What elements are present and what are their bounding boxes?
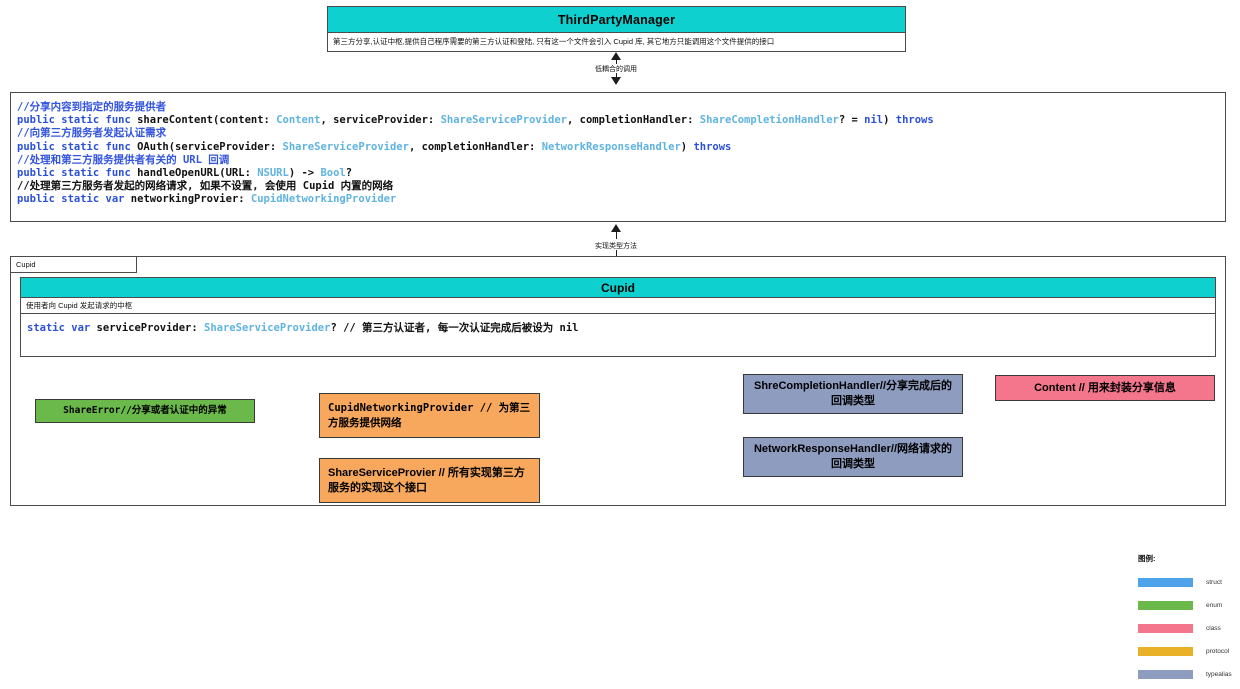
connector-label-loose-coupling: 低耦合的调用	[595, 66, 637, 73]
code-line-2: public static func shareContent(content:…	[17, 114, 934, 127]
legend-item-enum: enum	[1138, 594, 1238, 617]
type-box-shareserviceprovier-label: ShareServiceProvier // 所有实现第三方服务的实现这个接口	[328, 466, 525, 494]
arrow-up-icon-to-manager	[611, 52, 621, 60]
code-line-4: public static func OAuth(serviceProvider…	[17, 140, 732, 153]
legend-swatch-class	[1138, 624, 1193, 633]
legend-label-struct: struct	[1206, 579, 1222, 586]
connector-line-impl-lower	[616, 250, 617, 256]
code-line-7: //处理第三方服务者发起的网络请求, 如果不设置, 会使用 Cupid 内置的网…	[17, 180, 394, 193]
arrow-up-icon-to-code	[611, 224, 621, 232]
legend-swatch-enum	[1138, 601, 1193, 610]
legend-item-protocol: protocol	[1138, 640, 1238, 663]
legend-title: 图例:	[1138, 554, 1156, 563]
code-line-8: public static var networkingProvier: Cup…	[17, 193, 397, 206]
package-tab-label: Cupid	[11, 257, 137, 273]
third-party-manager-title: ThirdPartyManager	[328, 7, 905, 33]
connector-line-upper	[616, 60, 617, 64]
type-box-shareerror-label: ShareError//分享或者认证中的异常	[63, 404, 227, 416]
cupid-member-line: static var serviceProvider: ShareService…	[27, 322, 579, 334]
type-box-networkresponsehandler-label: NetworkResponseHandler//网络请求的回调类型	[753, 443, 953, 470]
type-box-networkresponsehandler[interactable]: NetworkResponseHandler//网络请求的回调类型	[743, 437, 963, 477]
legend-label-class: class	[1206, 625, 1221, 632]
code-line-6: public static func handleOpenURL(URL: NS…	[17, 167, 353, 180]
legend-label-typealias: typealias	[1206, 671, 1232, 678]
cupid-class-description: 使用者向 Cupid 发起请求的中枢	[21, 298, 1215, 314]
third-party-manager-api-code-panel: //分享内容到指定的服务提供者 public static func share…	[10, 92, 1226, 222]
type-box-content[interactable]: Content // 用来封装分享信息	[995, 375, 1215, 401]
code-line-5: //处理和第三方服务提供者有关的 URL 回调	[17, 153, 230, 166]
connector-label-implement-type-methods: 实现类型方法	[595, 243, 637, 250]
arrow-down-icon-to-code	[611, 77, 621, 85]
legend-swatch-typealias	[1138, 670, 1193, 679]
type-box-cupidnetworkingprovider-label: CupidNetworkingProvider // 为第三方服务提供网络	[328, 402, 531, 429]
type-box-content-label: Content // 用来封装分享信息	[1034, 381, 1176, 394]
code-line-1: //分享内容到指定的服务提供者	[17, 101, 167, 113]
legend-item-typealias: typealias	[1138, 663, 1238, 686]
type-box-shrecompletionhandler[interactable]: ShreCompletionHandler//分享完成后的回调类型	[743, 374, 963, 414]
third-party-manager-class-box: ThirdPartyManager 第三方分享,认证中枢,提供自己程序需要的第三…	[327, 6, 906, 52]
code-line-3: //向第三方服务者发起认证需求	[17, 127, 167, 140]
cupid-class-box: Cupid 使用者向 Cupid 发起请求的中枢 static var serv…	[20, 277, 1216, 357]
cupid-class-title: Cupid	[21, 278, 1215, 298]
legend-item-class: class	[1138, 617, 1238, 640]
type-box-shareserviceprovier[interactable]: ShareServiceProvier // 所有实现第三方服务的实现这个接口	[319, 458, 540, 503]
legend: 图例: struct enum class protocol typealias	[1138, 553, 1238, 686]
connector-line-lower	[616, 73, 617, 77]
legend-swatch-struct	[1138, 578, 1193, 587]
type-box-cupidnetworkingprovider[interactable]: CupidNetworkingProvider // 为第三方服务提供网络	[319, 393, 540, 438]
legend-label-protocol: protocol	[1206, 648, 1230, 655]
cupid-class-members: static var serviceProvider: ShareService…	[21, 314, 1215, 335]
third-party-manager-description: 第三方分享,认证中枢,提供自己程序需要的第三方认证和登陆, 只有这一个文件会引入…	[333, 37, 775, 47]
type-box-shareerror[interactable]: ShareError//分享或者认证中的异常	[35, 399, 255, 423]
legend-label-enum: enum	[1206, 602, 1223, 609]
legend-item-struct: struct	[1138, 571, 1238, 594]
type-box-shrecompletionhandler-label: ShreCompletionHandler//分享完成后的回调类型	[753, 380, 953, 407]
connector-line-impl	[616, 232, 617, 239]
legend-swatch-protocol	[1138, 647, 1193, 656]
